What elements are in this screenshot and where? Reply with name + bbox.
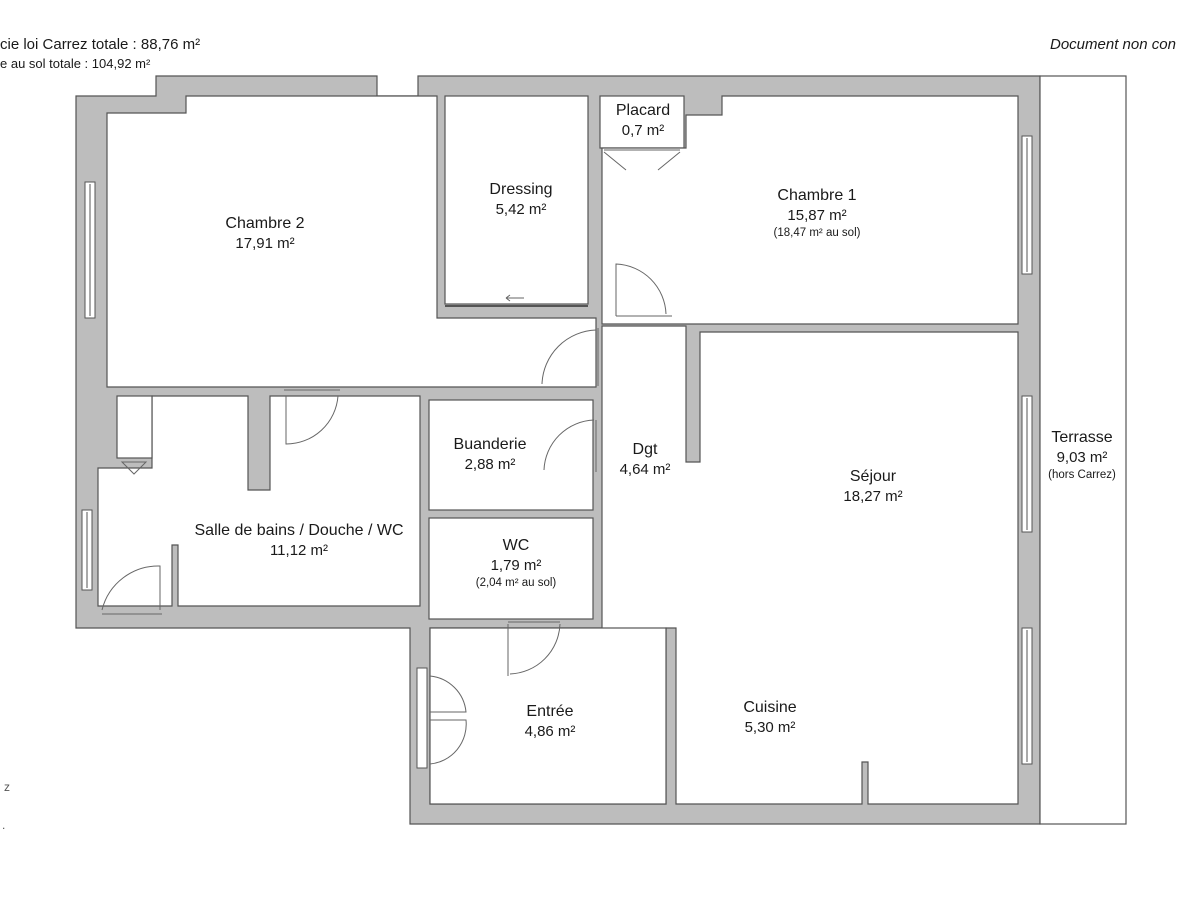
room-name: Dressing (489, 181, 553, 198)
room-chambre-2: Chambre 2 17,91 m² (225, 214, 304, 254)
door-dgt-chambre2 (541, 328, 599, 386)
door-entree (429, 675, 467, 765)
dressing-arrow (505, 294, 524, 302)
room-entree: Entrée 4,86 m² (525, 702, 576, 742)
door-sdb-bottom (101, 565, 162, 615)
room-extra: (18,47 m² au sol) (773, 227, 861, 239)
room-chambre-1: Chambre 1 15,87 m² (18,47 m² au sol) (774, 186, 861, 241)
room-terrasse: Terrasse 9,03 m² (hors Carrez) (1048, 428, 1116, 483)
room-name: Salle de bains / Douche / WC (194, 522, 404, 539)
room-extra: (hors Carrez) (1048, 469, 1116, 481)
room-area: 18,27 m² (843, 488, 903, 505)
room-area: 17,91 m² (235, 235, 295, 252)
floor-placard (599, 95, 685, 149)
room-area: 0,7 m² (621, 122, 665, 139)
room-name: Chambre 2 (225, 215, 305, 232)
room-buanderie: Buanderie 2,88 m² (454, 435, 527, 475)
floor-dressing (444, 95, 589, 305)
floor-chambre-2 (106, 95, 597, 388)
terrace-frame (1039, 75, 1127, 825)
room-extra: (2,04 m² au sol) (475, 577, 557, 589)
floor-wc (428, 517, 594, 620)
room-name: Dgt (632, 441, 658, 458)
room-name: Séjour (849, 468, 897, 485)
room-area: 11,12 m² (269, 542, 329, 559)
room-area: 15,87 m² (787, 207, 847, 224)
door-sdb (284, 389, 340, 445)
room-area: 5,30 m² (744, 719, 796, 736)
door-buanderie (543, 419, 597, 472)
room-area: 4,64 m² (619, 461, 671, 478)
door-placard (603, 149, 681, 171)
room-placard: Placard 0,7 m² (616, 101, 670, 141)
disclaimer: Document non con (1050, 36, 1176, 53)
room-area: 5,42 m² (495, 201, 547, 218)
room-cuisine: Cuisine 5,30 m² (743, 698, 796, 738)
floor-entree (429, 627, 667, 805)
room-sejour: Séjour 18,27 m² (843, 467, 902, 507)
room-floors (97, 95, 1019, 805)
floor-chambre-1 (601, 95, 1019, 325)
surface-carrez: cie loi Carrez totale : 88,76 m² (0, 36, 201, 53)
room-name: Placard (615, 102, 671, 119)
room-salle-de-bains: Salle de bains / Douche / WC 11,12 m² (195, 521, 404, 561)
surface-sol: e au sol totale : 104,92 m² (0, 56, 151, 71)
room-dgt: Dgt 4,64 m² (620, 440, 671, 480)
wc-bowl (120, 461, 148, 475)
margin-mark-top: z (4, 780, 10, 794)
room-name: Buanderie (453, 436, 527, 453)
wc-left-box (116, 395, 153, 459)
room-name: Cuisine (743, 699, 797, 716)
room-name: Chambre 1 (777, 187, 857, 204)
room-area: 4,86 m² (524, 723, 576, 740)
room-area: 9,03 m² (1056, 449, 1108, 466)
room-area: 2,88 m² (464, 456, 516, 473)
room-wc: WC 1,79 m² (2,04 m² au sol) (476, 536, 557, 591)
door-chambre1 (615, 263, 672, 317)
windows (81, 135, 1033, 769)
floor-buanderie (428, 399, 594, 511)
window-entree (416, 667, 428, 769)
margin-mark-bottom: . (2, 818, 6, 832)
door-wc (507, 621, 561, 676)
floor-sdb (97, 395, 421, 607)
room-area: 1,79 m² (490, 557, 542, 574)
doors (101, 149, 681, 765)
room-name: Terrasse (1051, 429, 1113, 446)
room-name: Entrée (526, 703, 574, 720)
room-name: WC (502, 537, 530, 554)
room-dressing: Dressing 5,42 m² (489, 180, 552, 220)
